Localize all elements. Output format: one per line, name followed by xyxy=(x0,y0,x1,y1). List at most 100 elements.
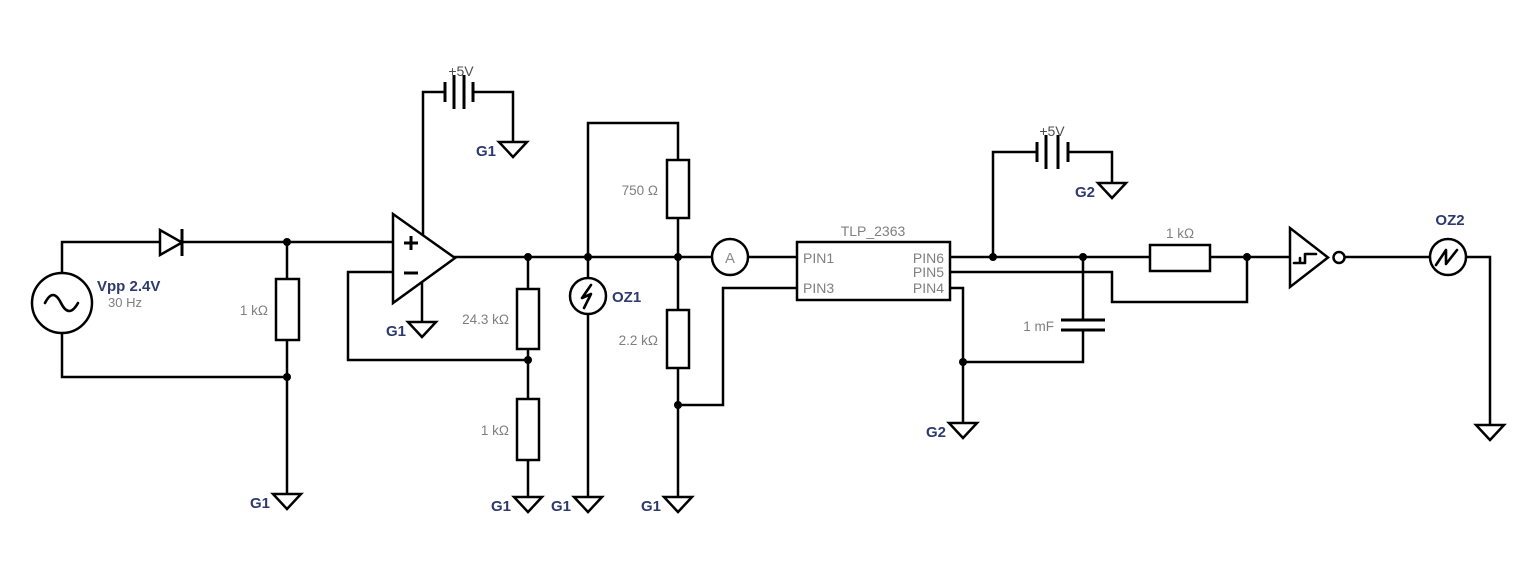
lightning-bolt-icon xyxy=(580,283,593,310)
junction-dot xyxy=(959,358,967,366)
wire xyxy=(60,331,289,496)
net-label-g1: G1 xyxy=(641,498,661,515)
pin-label-pin5: PIN5 xyxy=(913,264,944,280)
ground-icon xyxy=(496,140,530,159)
junction-dot xyxy=(584,253,592,261)
wire xyxy=(961,255,1085,364)
ground-input-resistor: G1 xyxy=(250,492,304,512)
inverter-triangle xyxy=(1288,225,1331,290)
resistor-value-label: 2.2 kΩ xyxy=(619,333,658,348)
junction-dot xyxy=(674,401,682,409)
diode-triangle-icon xyxy=(158,227,185,258)
resistor-value-label: 1 kΩ xyxy=(1166,226,1194,241)
net-label-g1: G1 xyxy=(551,498,571,515)
ic-name-label: TLP_2363 xyxy=(841,223,906,239)
pin-label-pin3: PIN3 xyxy=(803,280,834,296)
resistor-body xyxy=(1148,243,1212,273)
ammeter-body xyxy=(710,237,750,277)
resistor-input: 1 kΩ xyxy=(240,277,301,342)
ic-optocoupler: TLP_2363 PIN1 PIN3 PIN6 PIN5 PIN4 xyxy=(795,223,952,302)
ground-battery2: G2 xyxy=(1075,181,1129,201)
pin-label-pin6: PIN6 xyxy=(913,250,944,266)
resistor-shunt: 2.2 kΩ xyxy=(619,308,691,370)
resistor-value-label: 1 kΩ xyxy=(240,303,268,318)
wire xyxy=(60,240,162,275)
net-label-g1: G1 xyxy=(250,495,270,512)
resistor-body xyxy=(274,277,301,342)
resistor-value-label: 1 kΩ xyxy=(481,423,509,438)
resistor-body xyxy=(515,397,541,462)
resistor-body xyxy=(665,308,691,370)
wire xyxy=(948,286,965,425)
resistor-led: 750 Ω xyxy=(622,158,691,220)
ground-icon xyxy=(946,421,980,440)
schmitt-trigger-inverter xyxy=(1288,225,1346,290)
wire xyxy=(421,90,515,237)
wire xyxy=(586,121,680,259)
net-label-g2: G2 xyxy=(1075,184,1095,201)
battery-output-supply: +5V xyxy=(1035,123,1070,169)
ground-icon xyxy=(511,495,545,514)
capacitor: 1 mF xyxy=(1023,318,1105,334)
diode xyxy=(158,227,185,258)
ground-oz2 xyxy=(1473,423,1507,442)
junction-dot xyxy=(1079,253,1087,261)
pin-label-pin1: PIN1 xyxy=(803,250,834,266)
opamp-triangle xyxy=(391,211,458,306)
source-value-label: Vpp 2.4V xyxy=(97,278,160,295)
ammeter-label: A xyxy=(725,250,735,267)
net-label-g1: G1 xyxy=(476,143,496,160)
wire xyxy=(1464,255,1492,427)
battery-opamp-supply: +5V xyxy=(443,63,475,109)
resistor-gain: 1 kΩ xyxy=(481,397,541,462)
capacitor-plates-icon xyxy=(1061,318,1105,332)
plus-input-icon xyxy=(404,236,418,250)
resistor-body xyxy=(515,287,541,351)
hysteresis-icon xyxy=(1292,252,1318,265)
probe-oz1: OZ1 xyxy=(568,276,641,316)
ground-icon xyxy=(571,495,605,514)
ground-icon xyxy=(270,492,304,511)
junction-dot xyxy=(989,253,997,261)
source-frequency-label: 30 Hz xyxy=(108,295,142,310)
ground-battery1: G1 xyxy=(476,140,530,160)
probe-label: OZ1 xyxy=(612,289,641,306)
opamp xyxy=(391,211,458,306)
ground-icon xyxy=(661,495,695,514)
battery-icon xyxy=(1035,135,1070,169)
ground-shunt: G1 xyxy=(641,495,695,515)
ground-pin4: G2 xyxy=(926,421,980,441)
probe-body xyxy=(1428,237,1468,277)
wire xyxy=(676,286,799,407)
pin-label-pin4: PIN4 xyxy=(913,280,944,296)
wire xyxy=(991,150,1114,259)
wire xyxy=(948,255,1249,304)
junction-dot xyxy=(524,253,532,261)
battery-icon xyxy=(443,75,475,109)
junction-dot xyxy=(524,356,532,364)
ground-icon xyxy=(405,320,439,339)
junction-dot xyxy=(674,253,682,261)
ic-body xyxy=(795,240,952,302)
ground-icon xyxy=(1095,181,1129,200)
supply-voltage-label: +5V xyxy=(448,63,474,79)
wire xyxy=(346,270,530,362)
resistor-value-label: 750 Ω xyxy=(622,183,658,198)
junction-dot xyxy=(283,238,291,246)
supply-voltage-label: +5V xyxy=(1039,123,1065,139)
capacitor-value-label: 1 mF xyxy=(1023,319,1054,334)
resistor-feedback: 24.3 kΩ xyxy=(462,287,541,351)
ground-opamp: G1 xyxy=(386,320,439,340)
resistor-body xyxy=(665,158,691,220)
junction-dots xyxy=(283,238,1251,409)
sine-wave-icon xyxy=(43,293,80,313)
net-label-g2: G2 xyxy=(926,424,946,441)
probe-label: OZ2 xyxy=(1435,212,1464,229)
resistor-output: 1 kΩ xyxy=(1148,226,1212,273)
net-label-g1: G1 xyxy=(386,323,406,340)
junction-dot xyxy=(1243,253,1251,261)
junction-dot xyxy=(283,373,291,381)
inverter-bubble-icon xyxy=(1332,250,1346,265)
